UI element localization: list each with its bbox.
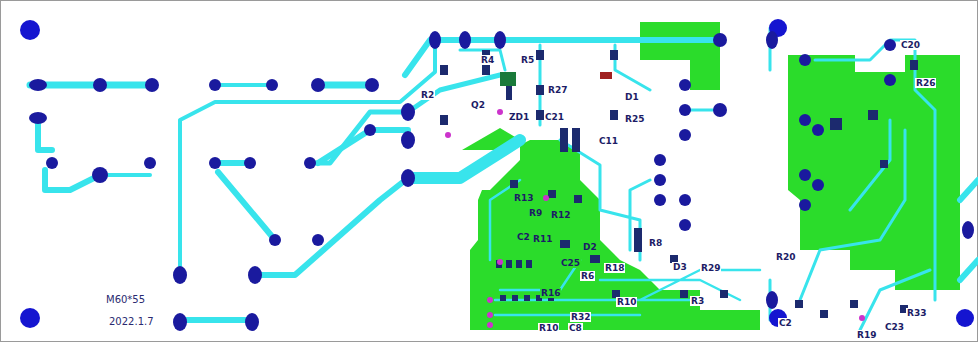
part-label: D3: [672, 262, 688, 272]
part-label: R4: [480, 55, 495, 65]
part-label: C23: [884, 322, 905, 332]
part-label: C2: [778, 318, 793, 328]
part-label: R13: [513, 193, 534, 203]
part-label: ZD1: [508, 112, 530, 122]
part-label: R25: [624, 114, 645, 124]
part-label: R3: [690, 296, 705, 306]
part-label: R33: [906, 308, 927, 318]
part-label: C8: [568, 323, 583, 333]
part-label: R6: [580, 271, 595, 281]
part-label: R8: [648, 238, 663, 248]
part-label: C2: [516, 232, 531, 242]
part-label: R2: [420, 90, 435, 100]
part-label: R11: [532, 234, 553, 244]
part-label: D1: [624, 92, 640, 102]
part-label: R12: [550, 210, 571, 220]
board-note: M60*55: [105, 295, 146, 305]
part-label: R9: [528, 208, 543, 218]
part-label: R5: [520, 55, 535, 65]
part-label: C11: [598, 136, 619, 146]
part-label: R26: [915, 78, 936, 88]
part-label: R10: [538, 323, 559, 333]
part-label: R10: [616, 297, 637, 307]
part-label: R32: [570, 312, 591, 322]
part-label: R20: [775, 252, 796, 262]
part-label: R16: [540, 288, 561, 298]
part-label: C21: [544, 112, 565, 122]
part-label: C25: [560, 258, 581, 268]
part-label: R19: [856, 330, 877, 340]
part-label: C20: [900, 40, 921, 50]
part-label: D2: [582, 242, 598, 252]
part-label: R27: [547, 85, 568, 95]
part-label: Q2: [470, 100, 486, 110]
part-label: R18: [604, 263, 625, 273]
part-label: R29: [700, 263, 721, 273]
board-note: 2022.1.7: [108, 317, 155, 327]
